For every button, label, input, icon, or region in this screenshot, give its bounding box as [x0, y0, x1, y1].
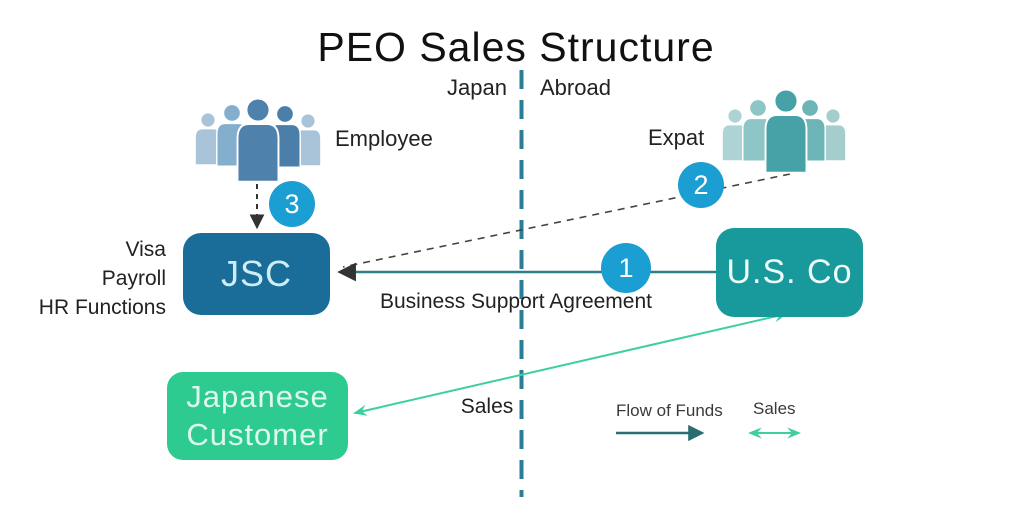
japanese-customer-line2: Customer [186, 417, 329, 452]
jsc-box: JSC [183, 233, 330, 315]
jsc-side-note: Visa Payroll HR Functions [39, 236, 166, 323]
step-badge-3: 3 [269, 181, 315, 227]
side-note-hr-functions: HR Functions [38, 295, 166, 319]
sales-line-label: Sales [456, 395, 518, 419]
zone-label-japan: Japan [447, 75, 507, 100]
legend-sales-label: Sales [753, 399, 796, 418]
employee-people-icon [194, 97, 322, 183]
expat-label: Expat [648, 125, 705, 150]
japanese-customer-line1: Japanese [186, 379, 329, 415]
us-co-box: U.S. Co [716, 228, 863, 317]
step-badge-1: 1 [601, 243, 651, 293]
side-note-payroll: Payroll [101, 266, 166, 290]
jsc-box-label: JSC [220, 253, 292, 294]
page-title: PEO Sales Structure [317, 24, 715, 70]
us-co-box-label: U.S. Co [726, 253, 853, 291]
japanese-customer-box: Japanese Customer [167, 372, 348, 460]
zone-label-abroad: Abroad [540, 75, 611, 100]
employee-label: Employee [335, 126, 433, 151]
expat-people-icon [721, 88, 847, 174]
step-badge-2: 2 [678, 162, 724, 208]
side-note-visa: Visa [125, 238, 166, 261]
legend-flow-of-funds-label: Flow of Funds [616, 401, 723, 420]
business-support-agreement-label: Business Support Agreement [380, 290, 652, 313]
expat-to-jsc-arrow [342, 173, 791, 268]
customer-usco-sales-line [352, 311, 789, 416]
